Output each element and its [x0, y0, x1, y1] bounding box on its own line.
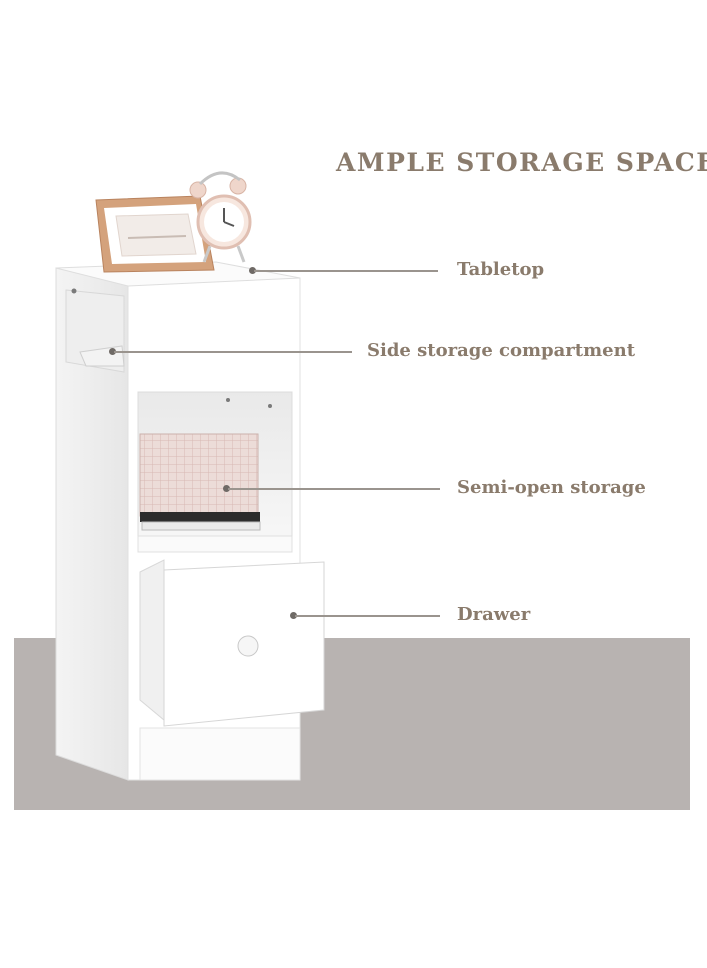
callout-dot-tabletop — [249, 267, 256, 274]
callout-dot-side-storage — [109, 348, 116, 355]
callout-dot-semi-open — [223, 485, 230, 492]
drawer — [139, 559, 325, 781]
picture-frame — [95, 195, 215, 273]
callout-label-side-storage: Side storage compartment — [367, 340, 636, 361]
headline: AMPLE STORAGE SPACE — [336, 148, 707, 177]
callout-label-semi-open: Semi-open storage — [457, 477, 646, 498]
callout-line-drawer — [295, 615, 440, 617]
callout-line-side-storage — [114, 351, 352, 353]
callout-line-tabletop — [254, 270, 438, 272]
callout-label-tabletop: Tabletop — [457, 259, 545, 280]
side-storage-compartment — [65, 288, 125, 373]
alarm-clock — [189, 171, 252, 263]
callout-label-drawer: Drawer — [457, 604, 531, 625]
callout-line-semi-open — [228, 488, 440, 490]
semi-open-storage — [137, 391, 293, 553]
callout-dot-drawer — [290, 612, 297, 619]
